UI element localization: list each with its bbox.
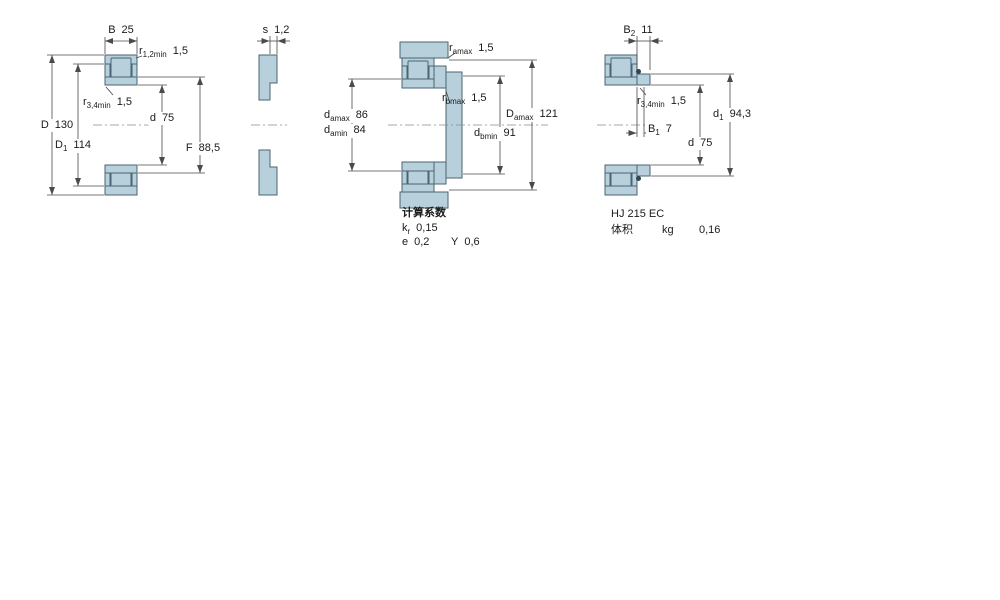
roller-top	[407, 60, 429, 80]
outer-ring-bottom	[401, 183, 435, 193]
outer-ring-flange	[104, 63, 111, 78]
housing-abutment-bottom	[399, 191, 449, 209]
ring-profile-bottom	[258, 149, 278, 196]
inner-ring-bottom	[401, 161, 435, 172]
outer-ring-flange	[104, 172, 111, 187]
outer-ring-flange	[604, 63, 611, 78]
angle-ring-top	[636, 73, 651, 86]
outer-ring-flange	[401, 170, 408, 185]
angle-ring-flange-top	[433, 65, 447, 89]
outer-ring-flange	[428, 65, 435, 80]
view-mounting-dimension-lines	[348, 52, 537, 191]
mass-unit: kg	[662, 224, 674, 236]
roller-top	[110, 57, 132, 78]
ring-profile-top	[258, 54, 278, 101]
angle-ring-designation: HJ 215 EC	[611, 208, 665, 220]
view-mounting	[399, 41, 463, 209]
angle-ring-bottom	[636, 164, 651, 177]
inner-ring-bottom	[604, 164, 638, 174]
outer-ring-flange	[131, 63, 138, 78]
outer-ring-bottom	[104, 185, 138, 196]
outer-ring-flange	[401, 65, 408, 80]
view-bearing-dimension-lines	[47, 37, 205, 196]
view-bearing-section	[104, 54, 138, 196]
inner-ring-bottom	[104, 164, 138, 174]
mass-value: 0,16	[699, 224, 721, 236]
view-angle-ring-dimension-lines	[624, 36, 734, 177]
view-s-detail	[258, 54, 278, 196]
outer-ring-bottom	[604, 185, 638, 196]
outer-ring-flange	[604, 172, 611, 187]
housing-abutment-top	[399, 41, 449, 59]
outer-ring-flange	[131, 172, 138, 187]
view-s-dimension-lines	[257, 36, 290, 54]
roller-top	[610, 57, 632, 78]
mass-label: 体积	[611, 224, 633, 236]
angle-ring-flange-bottom	[433, 161, 447, 185]
view-angle-ring-assembly	[604, 54, 651, 196]
inner-ring-top	[604, 76, 638, 86]
outer-ring-flange	[428, 170, 435, 185]
corner-radius-dot	[636, 176, 641, 181]
inner-ring-top	[104, 76, 138, 86]
corner-radius-dot	[636, 69, 641, 74]
inner-ring-top	[401, 78, 435, 89]
calculation-factors-heading: 计算系数	[402, 207, 446, 219]
